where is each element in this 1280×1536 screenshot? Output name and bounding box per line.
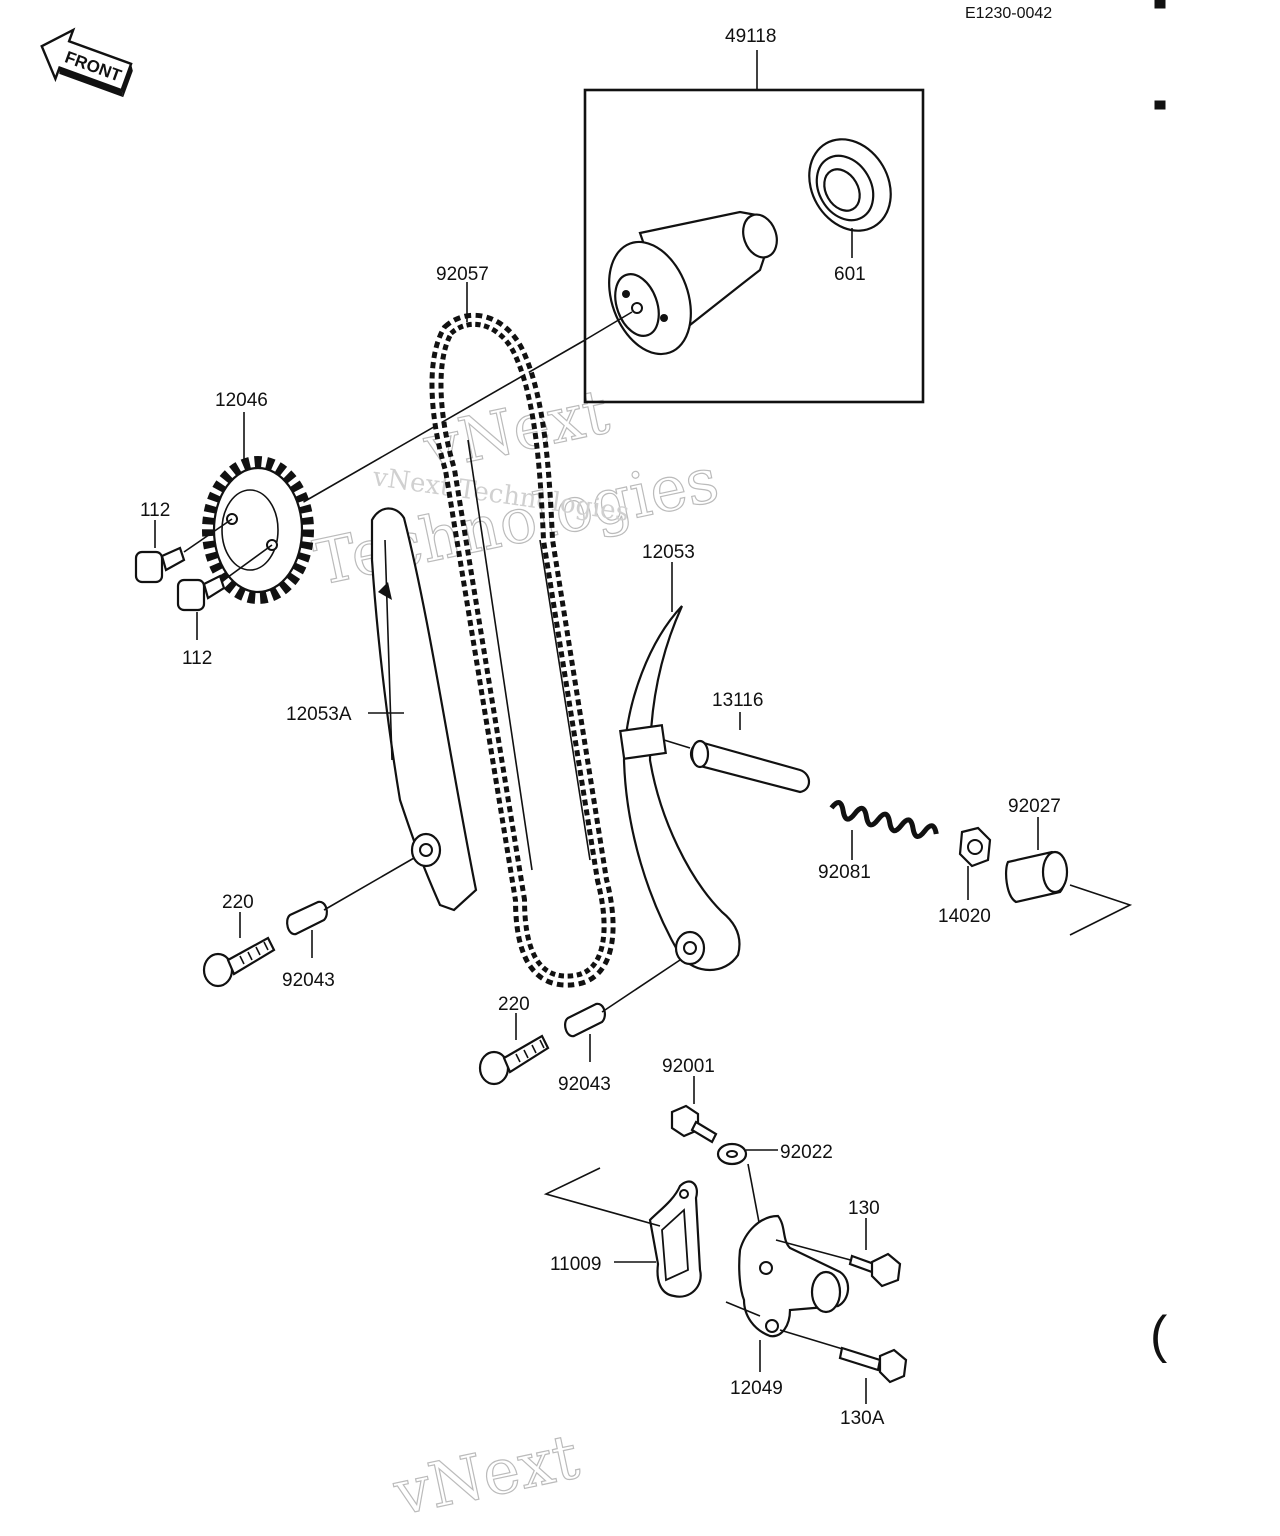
tensioner-body-12049 — [725, 1214, 859, 1372]
chain-tensioner-arm — [619, 562, 741, 971]
part-labels: 49118 601 92057 12046 112 112 12053A 120… — [140, 26, 1061, 1429]
label-92022: 92022 — [780, 1142, 833, 1163]
edge-paren-mark: ( — [1150, 1306, 1168, 1364]
label-13116: 13116 — [712, 690, 763, 711]
label-12053A: 12053A — [286, 704, 352, 725]
edge-mark-mid — [1154, 100, 1166, 110]
edge-mark-top — [1154, 0, 1166, 9]
label-92001: 92001 — [662, 1056, 715, 1077]
label-12053: 12053 — [642, 542, 695, 563]
collar-92043-right — [564, 959, 681, 1062]
label-220-right: 220 — [498, 994, 530, 1015]
label-92043-left: 92043 — [282, 970, 335, 991]
tensioner-spring — [829, 800, 939, 860]
bolt-130A — [838, 1346, 908, 1404]
label-12046: 12046 — [215, 390, 268, 411]
front-arrow-icon: FRONT — [40, 27, 133, 98]
label-11009: 11009 — [550, 1254, 601, 1275]
collar-92027 — [1005, 817, 1133, 936]
label-92043-right: 92043 — [558, 1074, 611, 1095]
bolt-130 — [848, 1218, 902, 1288]
washer-92022 — [716, 1142, 778, 1271]
camshaft-assembly — [583, 50, 925, 404]
label-49118: 49118 — [725, 26, 776, 47]
gasket-11009 — [543, 1167, 702, 1298]
label-92027: 92027 — [1008, 796, 1061, 817]
tensioner-pin — [663, 712, 811, 794]
chain-guide-left — [368, 507, 478, 912]
bolt-112-lower — [176, 544, 273, 640]
label-12049: 12049 — [730, 1378, 783, 1399]
camshaft-box — [583, 88, 925, 404]
bolt-92001 — [670, 1076, 718, 1144]
label-130A: 130A — [840, 1408, 885, 1429]
label-92057: 92057 — [436, 264, 489, 285]
label-130: 130 — [848, 1198, 880, 1219]
cam-sprocket — [202, 412, 314, 604]
bolt-220-left — [202, 912, 276, 988]
nut-14020 — [958, 826, 992, 900]
bolt-112-upper — [134, 518, 233, 584]
watermark-line-4: vNext — [387, 1420, 585, 1530]
bolt-220-right — [478, 1013, 550, 1086]
label-14020: 14020 — [938, 906, 991, 927]
cam-chain — [429, 282, 616, 988]
label-220-left: 220 — [222, 892, 254, 913]
collar-92043-left — [286, 857, 415, 958]
label-601: 601 — [834, 264, 866, 285]
label-92081: 92081 — [818, 862, 871, 883]
diagram-code: E1230-0042 — [965, 5, 1052, 22]
label-112-lower: 112 — [182, 648, 212, 669]
label-112-upper: 112 — [140, 500, 170, 521]
